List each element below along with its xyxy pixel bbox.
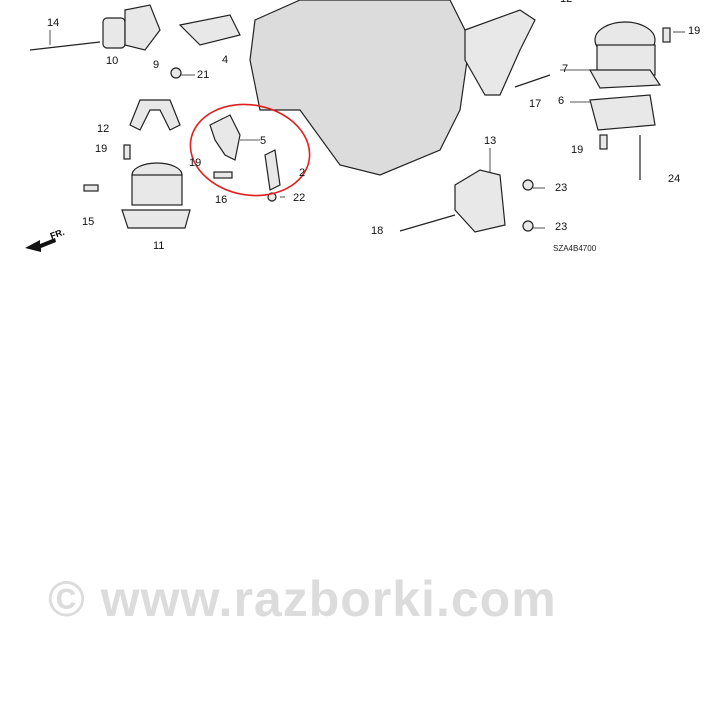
- callout-13: 13: [484, 135, 497, 147]
- bracket-12: [129, 99, 181, 131]
- callout-12: 12: [97, 123, 110, 135]
- mount-7-base: [588, 69, 662, 89]
- callout-22: 22: [293, 192, 306, 204]
- bolt-19c: [599, 134, 608, 150]
- callout-23b: 23: [555, 221, 568, 233]
- callout-19: 19: [95, 143, 108, 155]
- callout-19d: 19: [688, 25, 701, 37]
- engine-block: [249, 0, 471, 176]
- callout-15: 15: [82, 216, 95, 228]
- bolt-19a: [123, 144, 131, 160]
- bolt-23a: [522, 179, 534, 191]
- mount-11-base: [121, 209, 191, 229]
- bolt-18: [399, 214, 456, 232]
- callout-4: 4: [222, 54, 229, 66]
- mount-9: [124, 4, 161, 51]
- nut-21: [170, 67, 182, 79]
- callout-14: 14: [47, 17, 60, 29]
- bolt-14: [29, 41, 101, 51]
- diagram-code: SZA4B4700: [553, 244, 597, 253]
- mount-13: [454, 169, 506, 233]
- bracket-5: [209, 114, 241, 161]
- bolt-17: [514, 74, 551, 88]
- callout-11: 11: [153, 240, 165, 252]
- bolt-19d: [662, 27, 671, 43]
- plate-6: [589, 94, 656, 131]
- callout-6: 6: [558, 95, 565, 107]
- bolt-16: [213, 171, 233, 179]
- fr-arrow-icon: [25, 238, 56, 252]
- mount-10: [102, 17, 126, 49]
- callout-10: 10: [106, 55, 119, 67]
- callout-19c: 19: [571, 144, 584, 156]
- bracket-2: [264, 149, 281, 191]
- callout-12b: 12: [560, 0, 572, 5]
- callout-23a: 23: [555, 182, 568, 194]
- bracket-4: [178, 14, 241, 46]
- callout-17: 17: [529, 98, 542, 110]
- callout-18: 18: [371, 225, 384, 237]
- callout-9: 9: [153, 59, 160, 71]
- watermark: © www.razborki.com: [48, 571, 557, 627]
- bolt-23b: [522, 220, 534, 232]
- mount-11-body: [131, 174, 183, 206]
- bolt-15: [83, 184, 99, 192]
- callout-7: 7: [562, 63, 569, 75]
- callout-5: 5: [260, 135, 267, 147]
- callout-16: 16: [215, 194, 228, 206]
- bracket-right: [464, 9, 536, 96]
- callout-21: 21: [197, 69, 210, 81]
- callout-2: 2: [299, 167, 306, 179]
- callout-24: 24: [668, 173, 681, 185]
- highlight-circle: [189, 103, 311, 197]
- callout-19b: 19: [189, 157, 202, 169]
